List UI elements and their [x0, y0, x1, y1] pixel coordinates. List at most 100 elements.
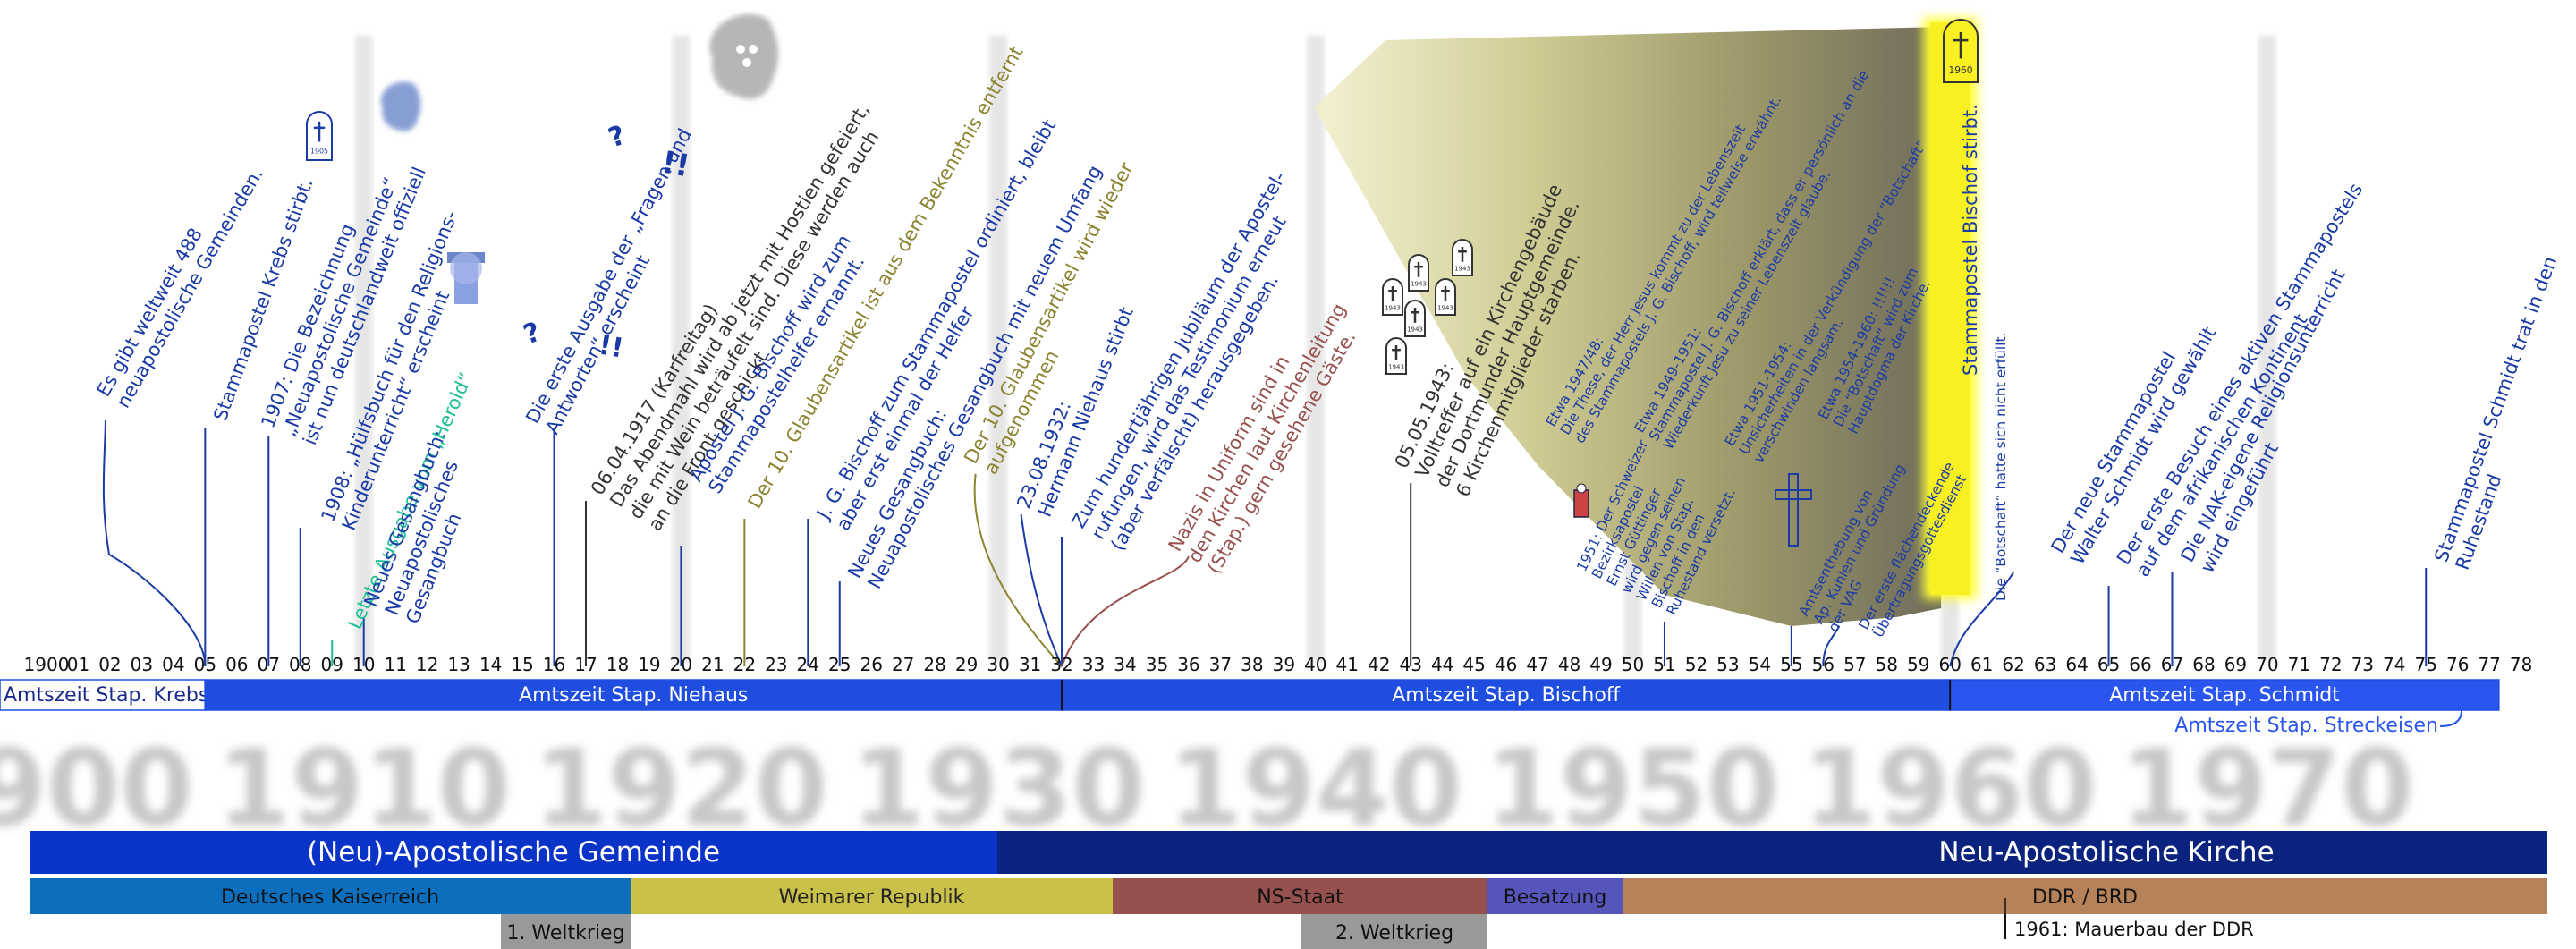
annotation-line: Die “Botschaft” hatte sich nicht erfüllt… — [1993, 333, 2009, 601]
term-leader — [2439, 709, 2462, 727]
church-label: Neu-Apostolische Kirche — [1938, 836, 2274, 869]
mark-glyph: !! — [658, 144, 691, 184]
war-label: 2. Weltkrieg — [1335, 922, 1453, 945]
year-label: 34 — [1114, 654, 1136, 675]
year-label: 01 — [67, 654, 89, 675]
year-label: 1900 — [24, 654, 70, 675]
year-label: 54 — [1749, 654, 1771, 675]
year-label: 49 — [1589, 654, 1612, 675]
swiss-bishop-icon — [1573, 483, 1589, 518]
leader-line — [102, 419, 207, 667]
year-label: 48 — [1558, 654, 1580, 675]
year-label: 65 — [2097, 654, 2120, 675]
cross-icon — [1775, 473, 1812, 547]
decade-band — [354, 36, 373, 662]
year-label: 64 — [2065, 654, 2088, 675]
decade-label: 1970 — [2121, 726, 2414, 850]
state-label: Deutsches Kaiserreich — [221, 886, 439, 909]
year-label: 18 — [606, 654, 629, 675]
year-label: 21 — [701, 654, 724, 675]
year-label: 67 — [2161, 654, 2183, 675]
term-label: Amtszeit Stap. Bischoff — [1392, 684, 1621, 707]
gravestone-icon: 1943 — [1435, 278, 1456, 316]
year-label: 66 — [2129, 654, 2151, 675]
state-label: Besatzung — [1504, 886, 1607, 909]
year-label: 39 — [1273, 654, 1295, 675]
gravestone-icon: 1943 — [1385, 337, 1407, 375]
year-label: 72 — [2319, 654, 2342, 675]
gravestone-year: 1943 — [1407, 326, 1423, 333]
gravestone-icon: 1960 — [1943, 19, 1979, 83]
decade-band — [672, 36, 691, 662]
year-label: 25 — [828, 654, 851, 675]
year-label: 04 — [162, 654, 184, 675]
leader-line — [973, 473, 1063, 667]
gravestone-year: 1943 — [1411, 280, 1427, 287]
term-label-streckeisen: Amtszeit Stap. Streckeisen — [2174, 715, 2438, 737]
gravestone-icon: 1943 — [1452, 239, 1473, 276]
year-label: 75 — [2415, 654, 2437, 675]
year-label: 73 — [2351, 654, 2374, 675]
term-segment — [204, 679, 1063, 711]
state-segment — [1487, 878, 1623, 914]
year-label: 10 — [352, 654, 375, 675]
war-label: 1. Weltkrieg — [506, 922, 624, 945]
year-label: 74 — [2383, 654, 2405, 675]
year-label: 43 — [1399, 654, 1421, 675]
annotation-text: Stammapostel Schmidt trat in denRuhestan… — [2430, 254, 2576, 573]
botschaft-period — [1314, 27, 1942, 626]
gravestone-year: 1943 — [1385, 304, 1401, 311]
year-label: 03 — [131, 654, 153, 675]
year-label: 46 — [1495, 654, 1517, 675]
decade-label: 1960 — [1803, 726, 2097, 850]
year-label: 11 — [384, 654, 406, 675]
decade-band — [989, 36, 1008, 662]
decade-label: 1910 — [216, 726, 510, 850]
year-label: 38 — [1241, 654, 1263, 675]
year-label: 36 — [1177, 654, 1199, 675]
state-segment — [631, 878, 1113, 914]
annotation-line: Stammapostel Bischof stirbt. — [1960, 104, 1981, 376]
year-label: 60 — [1938, 654, 1961, 675]
icon-head — [1576, 483, 1587, 494]
year-label: 69 — [2224, 654, 2247, 675]
map-dot — [742, 58, 751, 67]
germany-map-gray-icon — [709, 13, 778, 99]
year-label: 09 — [321, 654, 343, 675]
mauerbau-label: 1961: Mauerbau der DDR — [2014, 919, 2254, 940]
year-label: 62 — [2002, 654, 2024, 675]
year-label: 52 — [1685, 654, 1707, 675]
term-label: Amtszeit Stap. Schmidt — [2109, 684, 2340, 707]
gravestone-year: 1943 — [1437, 304, 1453, 311]
war-bar: 1. Weltkrieg 2. Weltkrieg — [501, 914, 1487, 949]
decade-label: 1940 — [1169, 726, 1462, 850]
war-segment — [1301, 914, 1487, 949]
year-label: 71 — [2288, 654, 2310, 675]
gravestone-icon: 1905 — [306, 111, 333, 161]
church-segment — [997, 831, 2547, 874]
leader-line — [1822, 625, 1841, 667]
year-label: 22 — [733, 654, 756, 675]
year-label: 76 — [2446, 654, 2469, 675]
mark-glyph: !! — [597, 329, 626, 364]
leader-lines — [102, 419, 2428, 667]
year-label: 07 — [258, 654, 280, 675]
year-label: 53 — [1716, 654, 1739, 675]
church-label: (Neu)-Apostolische Gemeinde — [307, 836, 720, 869]
year-label: 30 — [987, 654, 1009, 675]
state-segment — [30, 878, 631, 914]
year-label: 68 — [2192, 654, 2215, 675]
year-label: 47 — [1526, 654, 1548, 675]
mark-glyph: ? — [605, 120, 630, 155]
gravestone-icon: 1943 — [1404, 300, 1426, 337]
war-segment — [501, 914, 631, 949]
year-label: 40 — [1304, 654, 1326, 675]
term-segment — [0, 679, 207, 711]
year-label: 17 — [574, 654, 597, 675]
year-label: 56 — [1812, 654, 1835, 675]
year-label: 16 — [543, 654, 565, 675]
year-label: 02 — [98, 654, 121, 675]
map-dot — [736, 45, 745, 54]
annotation-text: Neues Gesangbuch:Neuapostolisches Gesang… — [843, 151, 1106, 592]
decade-label: 1920 — [534, 726, 827, 850]
